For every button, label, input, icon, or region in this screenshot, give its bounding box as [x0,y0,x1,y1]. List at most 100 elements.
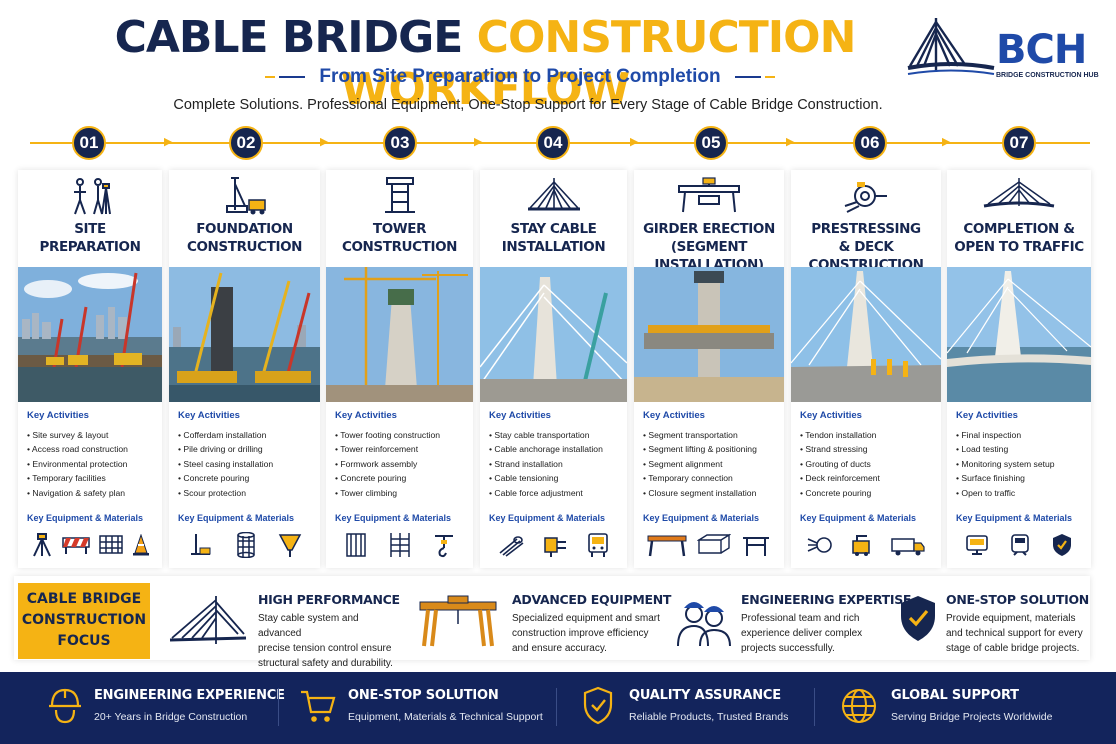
key-equipment-label: Key Equipment & Materials [335,513,452,523]
brand-logo: BCH BRIDGE CONSTRUCTION HUB [906,16,1099,84]
list-item: Concrete pouring [335,471,440,485]
title-part-1: CABLE BRIDGE [114,12,464,63]
segment-box-icon [697,533,731,554]
gantry-icon [634,176,784,216]
list-item: Tower climbing [335,486,440,500]
cone-icon [132,534,149,556]
footer-title: QUALITY ASSURANCE [629,688,781,703]
list-item: Open to traffic [956,486,1055,500]
footer-desc: Serving Bridge Projects Worldwide [891,711,1053,723]
list-item: Deck reinforcement [800,471,880,485]
list-item: Concrete pouring [178,471,273,485]
hopper-icon [278,534,301,557]
engineers-icon [677,602,731,647]
list-item: Temporary facilities [27,471,128,485]
list-item: Tendon installation [800,428,880,442]
activity-list: Final inspection Load testing Monitoring… [956,428,1055,500]
fence-icon [98,535,123,554]
surveyor-icon [18,176,162,216]
list-item: Tower footing construction [335,428,440,442]
shield-check-icon [901,596,935,641]
subtitle-rule-right [734,76,775,78]
crane-hook-icon [434,535,453,558]
deck-construction-photo [791,267,941,402]
key-activities-label: Key Activities [643,410,705,421]
bridge-icon [947,176,1091,216]
key-activities-label: Key Activities [27,410,89,421]
footer-title: ENGINEERING EXPERIENCE [94,688,285,703]
list-item: Cofferdam installation [178,428,273,442]
truck-icon [891,538,925,556]
tagline: Complete Solutions. Professional Equipme… [173,97,883,113]
step-number-3: 03 [383,126,417,160]
list-item: Site survey & layout [27,428,128,442]
activity-list: Tower footing construction Tower reinfor… [335,428,440,500]
list-item: Navigation & safety plan [27,486,128,500]
hard-hat-icon [49,688,81,724]
cable-stay-icon [480,176,627,216]
globe-icon [842,689,876,723]
equipment-icons [799,530,933,560]
step-number-4: 04 [536,126,570,160]
footer-title: ONE-STOP SOLUTION [348,688,499,703]
step-card-5: GIRDER ERECTION(SEGMENT INSTALLATION) Ke… [634,170,784,568]
list-item: Scour protection [178,486,273,500]
timeline-arrow: ▶ [786,136,795,148]
list-item: Monitoring system setup [956,457,1054,471]
timeline-arrow: ▶ [630,136,639,148]
gantry-crane-icon [647,535,687,557]
site-photo [18,267,162,402]
step-number-5: 05 [694,126,728,160]
quality-shield-icon [583,686,613,725]
page-title: CABLE BRIDGE CONSTRUCTION WORKFLOW [0,12,970,116]
feature-title: ONE-STOP SOLUTION [946,592,1089,607]
activity-list: Site survey & layout Access road constru… [27,428,128,500]
foundation-photo [169,267,320,402]
drilling-rig-icon [169,176,320,216]
cable-bridge-icon [169,596,247,644]
footer-title: GLOBAL SUPPORT [891,688,1019,703]
subtitle-rule-left [265,76,306,78]
barrier-icon [61,537,90,554]
girder-erection-photo [634,267,784,402]
footer-desc: 20+ Years in Bridge Construction [94,711,248,723]
step-card-7: COMPLETION &OPEN TO TRAFFIC Key Activiti… [947,170,1091,568]
feature-title: HIGH PERFORMANCE [258,592,400,607]
list-item: Segment lifting & positioning [643,442,756,456]
footer-divider [278,688,279,726]
monitor-icon [966,535,988,555]
step-title: COMPLETION &OPEN TO TRAFFIC [954,221,1084,255]
step-number-7: 07 [1002,126,1036,160]
tower-icon [326,176,473,216]
scaffold-icon [389,533,410,557]
step-card-6: PRESTRESSING& DECK CONSTRUCTION Key Acti… [791,170,941,568]
list-item: Final inspection [956,428,1055,442]
activity-list: Stay cable transportation Cable anchorag… [489,428,603,500]
footer-divider [814,688,815,726]
step-number-2: 02 [229,126,263,160]
tower-photo [326,267,473,402]
logo-wordmark: BCH [996,27,1087,73]
equipment-icons [488,530,619,560]
list-item: Cable force adjustment [489,486,603,500]
footer-item-global: GLOBAL SUPPORT Serving Bridge Projects W… [840,682,1070,736]
logo-subtitle: BRIDGE CONSTRUCTION HUB [996,72,1099,79]
list-item: Segment transportation [643,428,757,442]
activity-list: Cofferdam installation Pile driving or d… [178,428,273,500]
footer-item-quality: QUALITY ASSURANCE Reliable Products, Tru… [582,682,802,736]
list-item: Segment alignment [643,457,757,471]
stay-cable-photo [480,267,627,402]
list-item: Formwork assembly [335,457,440,471]
timeline-arrow: ▶ [320,136,329,148]
list-item: Concrete pouring [800,486,880,500]
key-equipment-label: Key Equipment & Materials [178,513,295,523]
list-item: Stay cable transportation [489,428,603,442]
footer-divider [556,688,557,726]
